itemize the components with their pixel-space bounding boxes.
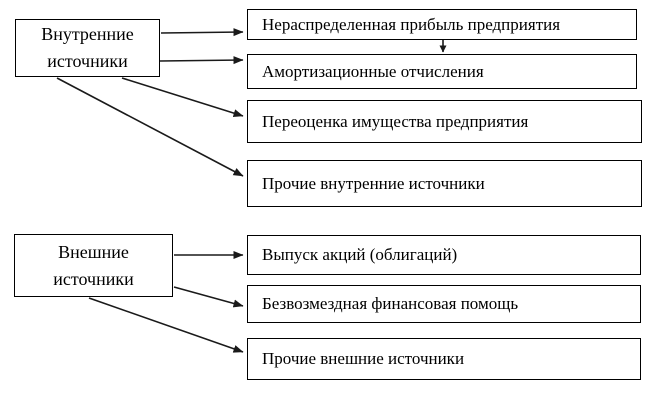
node-internal-sources: Внутренние источники bbox=[15, 19, 160, 77]
arrow-external-to-other-external bbox=[88, 297, 244, 353]
node-external-sources: Внешние источники bbox=[14, 234, 173, 297]
node-retained-profit: Нераспределенная прибыль предприятия bbox=[247, 9, 637, 40]
node-depreciation-charges: Амортизационные отчисления bbox=[247, 54, 637, 89]
arrow-internal-to-retained-profit bbox=[160, 28, 244, 37]
arrow-internal-to-revaluation bbox=[121, 77, 244, 117]
node-property-revaluation: Переоценка имущества предприятия bbox=[247, 100, 642, 143]
node-other-external-sources: Прочие внешние источники bbox=[247, 338, 641, 380]
arrow-external-to-financial-aid bbox=[173, 286, 244, 308]
arrow-internal-to-depreciation bbox=[159, 56, 244, 65]
arrow-internal-to-other-internal bbox=[56, 77, 244, 177]
node-gratuitous-financial-aid: Безвозмездная финансовая помощь bbox=[247, 285, 641, 323]
node-other-internal-sources: Прочие внутренние источники bbox=[247, 160, 642, 207]
node-share-bond-issue: Выпуск акций (облигаций) bbox=[247, 235, 641, 275]
